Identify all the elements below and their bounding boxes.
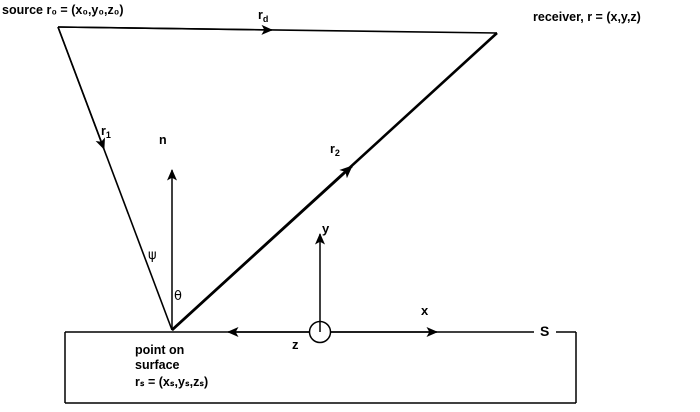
axis-z-label: z xyxy=(292,338,299,351)
point-on-surface-vector: rₛ = (xₛ,yₛ,zₛ) xyxy=(135,375,209,389)
normal-vector-label: n xyxy=(159,134,167,147)
axis-x-label: x xyxy=(421,304,428,317)
source-label: source r₀ = (x₀,y₀,z₀) xyxy=(2,4,124,17)
angle-psi-label: ψ xyxy=(148,249,157,262)
point-on-surface-label: point on surface rₛ = (xₛ,yₛ,zₛ) xyxy=(135,343,208,390)
surface-label-text: S xyxy=(540,323,550,339)
axis-x-label-text: x xyxy=(421,303,429,318)
receiver-label: receiver, r = (x,y,z) xyxy=(533,11,641,24)
axis-z-label-text: z xyxy=(292,337,299,352)
vector-r2-label-text: r2 xyxy=(330,142,340,158)
vector-r1-label: r1 xyxy=(101,124,111,140)
surface-label: S xyxy=(536,323,554,339)
angle-theta-label: θ xyxy=(174,290,182,303)
point-on-surface-line2: surface xyxy=(135,358,180,372)
vector-r2-label: r2 xyxy=(330,142,340,158)
axis-y-label-text: y xyxy=(322,221,330,236)
vector-r1-line xyxy=(57,26,173,331)
axis-y-label: y xyxy=(322,222,329,235)
point-on-surface-line1: point on xyxy=(135,343,185,357)
vector-rd-label: rd xyxy=(258,8,269,24)
angle-psi-label-text: ψ xyxy=(148,248,157,263)
axis-z-circle-icon xyxy=(308,320,332,344)
vector-rd-label-text: rd xyxy=(258,8,269,24)
angle-theta-label-text: θ xyxy=(174,289,182,304)
vector-r1-label-text: r1 xyxy=(101,124,111,140)
source-label-text: source r₀ = (x₀,y₀,z₀) xyxy=(2,3,124,17)
vector-rd-line xyxy=(57,24,498,35)
normal-vector-label-text: n xyxy=(159,133,167,147)
vector-r2-line xyxy=(171,32,498,331)
receiver-label-text: receiver, r = (x,y,z) xyxy=(533,10,641,24)
